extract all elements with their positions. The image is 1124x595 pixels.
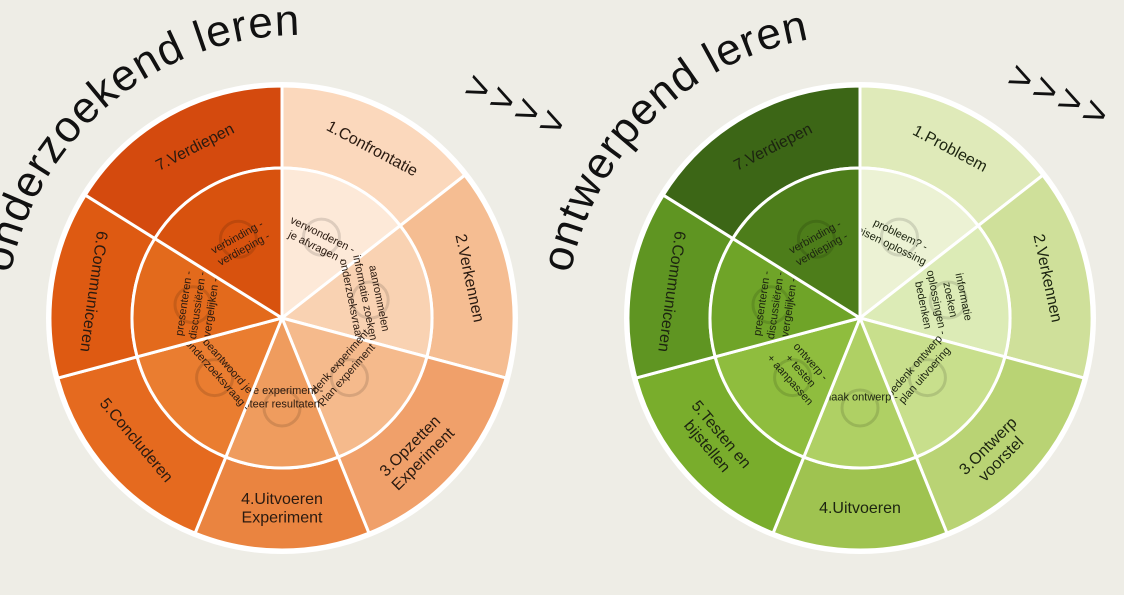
sector-inner-wedge <box>801 313 919 470</box>
sector-illustration-icon <box>173 285 213 325</box>
sector-inner-wedge <box>223 313 341 470</box>
sector-illustration-icon <box>796 219 836 259</box>
sector-item: doe experiment - <box>241 385 324 397</box>
sector-inner-wedge <box>713 315 863 460</box>
sector-inner-wedge <box>857 315 1007 460</box>
sector-illustration-icon <box>301 217 341 257</box>
progress-arrows: >>>> <box>1001 53 1119 139</box>
sector-items: presenteren -discussiëren -vergelijken - <box>751 269 800 342</box>
sector-item: noteer resultaten - <box>237 399 327 411</box>
sector-illustration-icon <box>751 285 791 325</box>
sector-illustration-icon <box>329 358 369 398</box>
sector-inner-wedge <box>278 223 434 359</box>
progress-arrows: >>>> <box>458 63 576 149</box>
sector-illustration-icon <box>262 388 302 428</box>
wheel-1: onderzoekend leren>>>>1.Confrontatieverw… <box>0 0 576 554</box>
sector-inner-wedge <box>279 315 429 460</box>
sector-inner-wedge <box>280 166 403 322</box>
sector-illustration-icon <box>195 358 235 398</box>
wheel-2: ontwerpend leren>>>>1.Probleemprobleem? … <box>532 1 1119 554</box>
sector-illustration-icon <box>928 280 968 320</box>
sector-illustration-icon <box>907 358 947 398</box>
sector-illustration-icon <box>879 217 919 257</box>
sector-inner-wedge <box>730 166 862 321</box>
sector-inner-wedge <box>856 223 1012 359</box>
sector-inner-wedge <box>708 236 864 359</box>
sector-illustration-icon <box>350 280 390 320</box>
sector-inner-wedge <box>135 315 285 460</box>
sector-4[interactable]: 4.Uitvoeren maak ontwerp - <box>771 313 949 552</box>
sector-items: doe experiment - noteer resultaten - <box>237 385 327 411</box>
sector-illustration-icon <box>773 358 813 398</box>
sector-inner-wedge <box>130 236 286 359</box>
sector-inner-wedge <box>858 166 981 322</box>
sector-item: maak ontwerp - <box>822 392 898 404</box>
sector-inner-wedge <box>152 166 284 321</box>
sector-label: 4.Uitvoeren <box>819 500 901 517</box>
sector-illustration-icon <box>840 388 880 428</box>
sector-illustration-icon <box>218 219 258 259</box>
sector-items: maak ontwerp - <box>822 392 898 404</box>
